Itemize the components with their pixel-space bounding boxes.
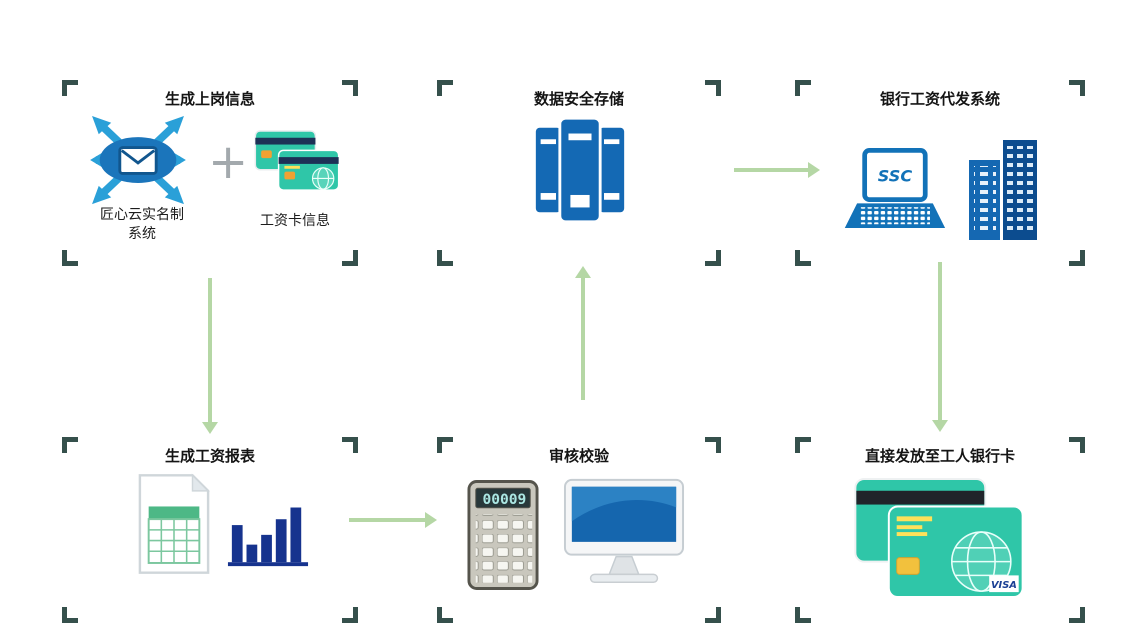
corner-bracket-top-left — [62, 80, 78, 96]
laptop-screen-text: SSC — [878, 167, 913, 186]
corner-bracket-top-right — [705, 80, 721, 96]
node-title: 生成工资报表 — [164, 447, 255, 465]
laptop-ssc-svg: SSC — [844, 148, 946, 229]
node-title: 生成上岗信息 — [164, 90, 255, 108]
corner-bracket-bottom-right — [342, 607, 358, 623]
corner-bracket-top-right — [1069, 80, 1085, 96]
arrow-audit-to-storage — [575, 266, 591, 402]
calculator-display: 00009 — [482, 491, 526, 508]
node-audit-verification: 审核校验 00009 — [437, 437, 721, 623]
bank-cards-large-icon: VISA — [853, 477, 1025, 599]
bar-chart-icon — [226, 489, 310, 569]
system-label-line2: 系统 — [128, 225, 156, 242]
corner-bracket-bottom-left — [437, 607, 453, 623]
card-info-label: 工资卡信息 — [260, 213, 330, 229]
corner-bracket-bottom-right — [342, 250, 358, 266]
corner-bracket-bottom-right — [705, 250, 721, 266]
calculator-svg: 00009 — [467, 480, 539, 590]
cloud-database-svg — [90, 116, 186, 205]
arrow-bank-to-deposit — [932, 262, 948, 434]
corner-bracket-bottom-right — [1069, 250, 1085, 266]
corner-bracket-bottom-left — [795, 250, 811, 266]
arrow-line — [581, 276, 585, 400]
corner-bracket-bottom-left — [795, 607, 811, 623]
desktop-monitor-icon — [563, 477, 685, 591]
desktop-monitor-svg — [563, 478, 685, 583]
office-building-icon — [967, 136, 1039, 240]
corner-bracket-top-right — [342, 80, 358, 96]
arrow-line — [349, 518, 427, 522]
bank-cards-small-icon — [254, 130, 340, 192]
node-title: 审核校验 — [548, 447, 609, 465]
node-title: 直接发放至工人银行卡 — [864, 447, 1015, 465]
arrow-head-down — [202, 422, 218, 434]
corner-bracket-top-right — [705, 437, 721, 453]
corner-bracket-top-left — [62, 437, 78, 453]
node-generate-onboarding: 生成上岗信息 — [62, 80, 358, 266]
arrow-head-down — [932, 420, 948, 432]
arrow-line — [208, 278, 212, 424]
node-bank-payroll-system: 银行工资代发系统 SSC — [795, 80, 1085, 266]
arrow-report-to-audit — [349, 512, 437, 528]
node-payroll-report: 生成工资报表 — [62, 437, 358, 623]
corner-bracket-top-left — [795, 437, 811, 453]
corner-bracket-bottom-right — [705, 607, 721, 623]
cloud-database-icon — [90, 116, 186, 206]
plus-icon: + — [208, 134, 249, 190]
server-stack-svg — [535, 116, 625, 224]
bar-chart-svg — [227, 507, 309, 567]
bank-cards-large-svg: VISA — [854, 477, 1024, 599]
corner-bracket-top-left — [437, 80, 453, 96]
arrow-head-right — [808, 162, 820, 178]
node-direct-deposit: 直接发放至工人银行卡 VISA — [795, 437, 1085, 623]
office-building-svg — [969, 140, 1037, 240]
server-stack-icon — [532, 116, 628, 224]
arrow-head-right — [425, 512, 437, 528]
node-title: 银行工资代发系统 — [879, 90, 1000, 108]
spreadsheet-svg — [138, 473, 210, 574]
node-title: 数据安全存储 — [533, 90, 624, 108]
corner-bracket-top-right — [342, 437, 358, 453]
corner-bracket-top-left — [795, 80, 811, 96]
arrow-line — [938, 262, 942, 422]
system-label-line1: 匠心云实名制 — [100, 207, 184, 223]
corner-bracket-bottom-left — [62, 607, 78, 623]
arrow-head-up — [575, 266, 591, 278]
arrow-storage-to-bank — [734, 162, 820, 178]
laptop-ssc-icon: SSC — [841, 148, 947, 238]
spreadsheet-icon — [136, 473, 212, 575]
system-label: 匠心云实名制 系统 — [72, 206, 212, 244]
corner-bracket-top-right — [1069, 437, 1085, 453]
node-secure-storage: 数据安全存储 — [437, 80, 721, 266]
visa-logo-text: VISA — [991, 580, 1017, 591]
bank-cards-small-svg — [254, 130, 340, 191]
corner-bracket-bottom-left — [62, 250, 78, 266]
corner-bracket-bottom-right — [1069, 607, 1085, 623]
corner-bracket-bottom-left — [437, 250, 453, 266]
calculator-icon: 00009 — [467, 479, 539, 591]
corner-bracket-top-left — [437, 437, 453, 453]
arrow-onboarding-to-report — [202, 278, 218, 436]
arrow-line — [734, 168, 810, 172]
